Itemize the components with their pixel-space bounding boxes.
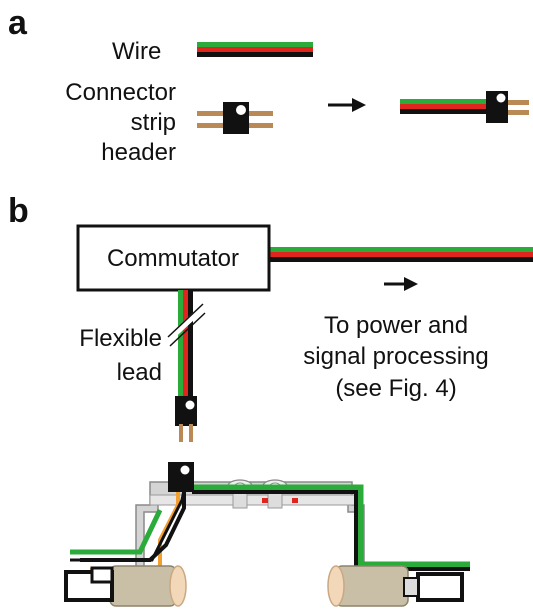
connector-label-line-3: header xyxy=(101,139,176,166)
left-motor xyxy=(64,565,187,607)
wire-label: Wire xyxy=(112,38,161,65)
flexible-lead-wire xyxy=(178,290,193,398)
connector-header-sample xyxy=(197,102,273,134)
panel-a-letter: a xyxy=(8,4,28,42)
flexible-lead-label-line-1: Flexible xyxy=(79,325,162,352)
connector-label-line-1: Connector xyxy=(65,79,176,106)
panel-b-letter: b xyxy=(8,192,29,230)
destination-label-line-2: signal processing xyxy=(303,343,488,370)
destination-label-line-1: To power and xyxy=(324,312,468,339)
drive-assembly xyxy=(64,462,470,607)
output-wire xyxy=(268,247,533,262)
destination-label-line-3: (see Fig. 4) xyxy=(335,375,456,402)
right-motor xyxy=(327,565,464,607)
connector-label-line-2: strip xyxy=(131,109,176,136)
wire-with-connector xyxy=(400,91,529,123)
commutator-box xyxy=(76,224,271,292)
right-arrow-icon xyxy=(384,277,418,291)
wire-sample xyxy=(197,42,313,57)
flexible-lead-label-line-2: lead xyxy=(117,359,162,386)
lead-break-marks xyxy=(165,303,206,347)
commutator-label: Commutator xyxy=(107,245,239,272)
lead-connector xyxy=(175,396,197,442)
right-arrow-icon xyxy=(328,98,366,112)
